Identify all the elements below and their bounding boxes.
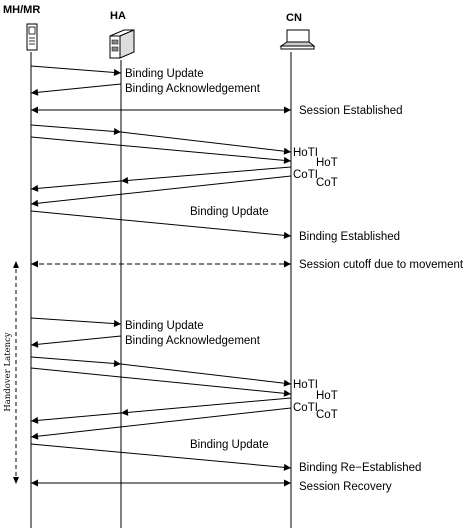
msg-hoti-to-ha-2 [30, 356, 122, 367]
msg-hot-to-mh-1 [30, 180, 122, 192]
label-hoti-1: HoTI [293, 147, 318, 159]
msg-hot-to-ha-1 [120, 166, 292, 184]
server-tower-icon [109, 29, 135, 59]
label-binding-ack-2: Binding Acknowledgement [125, 335, 261, 347]
label-hot-2: HoT [316, 390, 338, 402]
label-binding-ack-1: Binding Acknowledgement [125, 83, 261, 95]
msg-binding-update-cn-1 [30, 210, 292, 239]
msg-binding-ack-2 [30, 335, 122, 348]
label-session-established: Session Established [299, 105, 403, 117]
label-coti-1: CoTI [293, 169, 318, 181]
label-cot-2: CoT [316, 409, 338, 421]
bracket-arrow-down-icon [13, 477, 19, 484]
label-binding-established: Binding Established [299, 231, 400, 243]
label-session-recovery: Session Recovery [299, 481, 392, 493]
label-binding-update-cn-1: Binding Update [190, 206, 269, 218]
label-session-cutoff: Session cutoff due to movement [299, 259, 464, 271]
label-coti-2: CoTI [293, 402, 318, 414]
mh-header: MH/MR [3, 4, 40, 16]
label-binding-update-cn-2: Binding Update [190, 439, 269, 451]
msg-hoti-to-cn-1 [120, 131, 292, 155]
msg-binding-update-ha-1 [30, 65, 122, 76]
handover-latency-label: Handover Latency [3, 332, 13, 412]
msg-coti-1 [30, 136, 292, 164]
msg-binding-update-cn-2 [30, 443, 292, 471]
msg-hoti-to-ha-1 [30, 124, 122, 135]
msg-hoti-to-cn-2 [120, 363, 292, 387]
label-binding-update-ha-1: Binding Update [125, 68, 204, 80]
msg-cot-1 [30, 175, 292, 207]
msg-cot-2 [30, 407, 292, 440]
bracket-arrow-up-icon [13, 261, 19, 268]
msg-hot-to-ha-2 [120, 397, 292, 416]
label-cot-1: CoT [316, 177, 338, 189]
msg-hot-to-mh-2 [30, 412, 122, 424]
cn-header: CN [286, 12, 302, 24]
msg-binding-ack-1 [30, 83, 122, 96]
msg-binding-update-ha-2 [30, 317, 122, 328]
mobile-phone-icon [26, 23, 38, 51]
msg-coti-2 [30, 367, 292, 397]
label-binding-reestablished: Binding Re−Established [299, 462, 421, 474]
label-binding-update-ha-2: Binding Update [125, 320, 204, 332]
label-hot-1: HoT [316, 157, 338, 169]
ha-header: HA [110, 10, 126, 22]
laptop-icon [279, 29, 316, 50]
label-hoti-2: HoTI [293, 379, 318, 391]
